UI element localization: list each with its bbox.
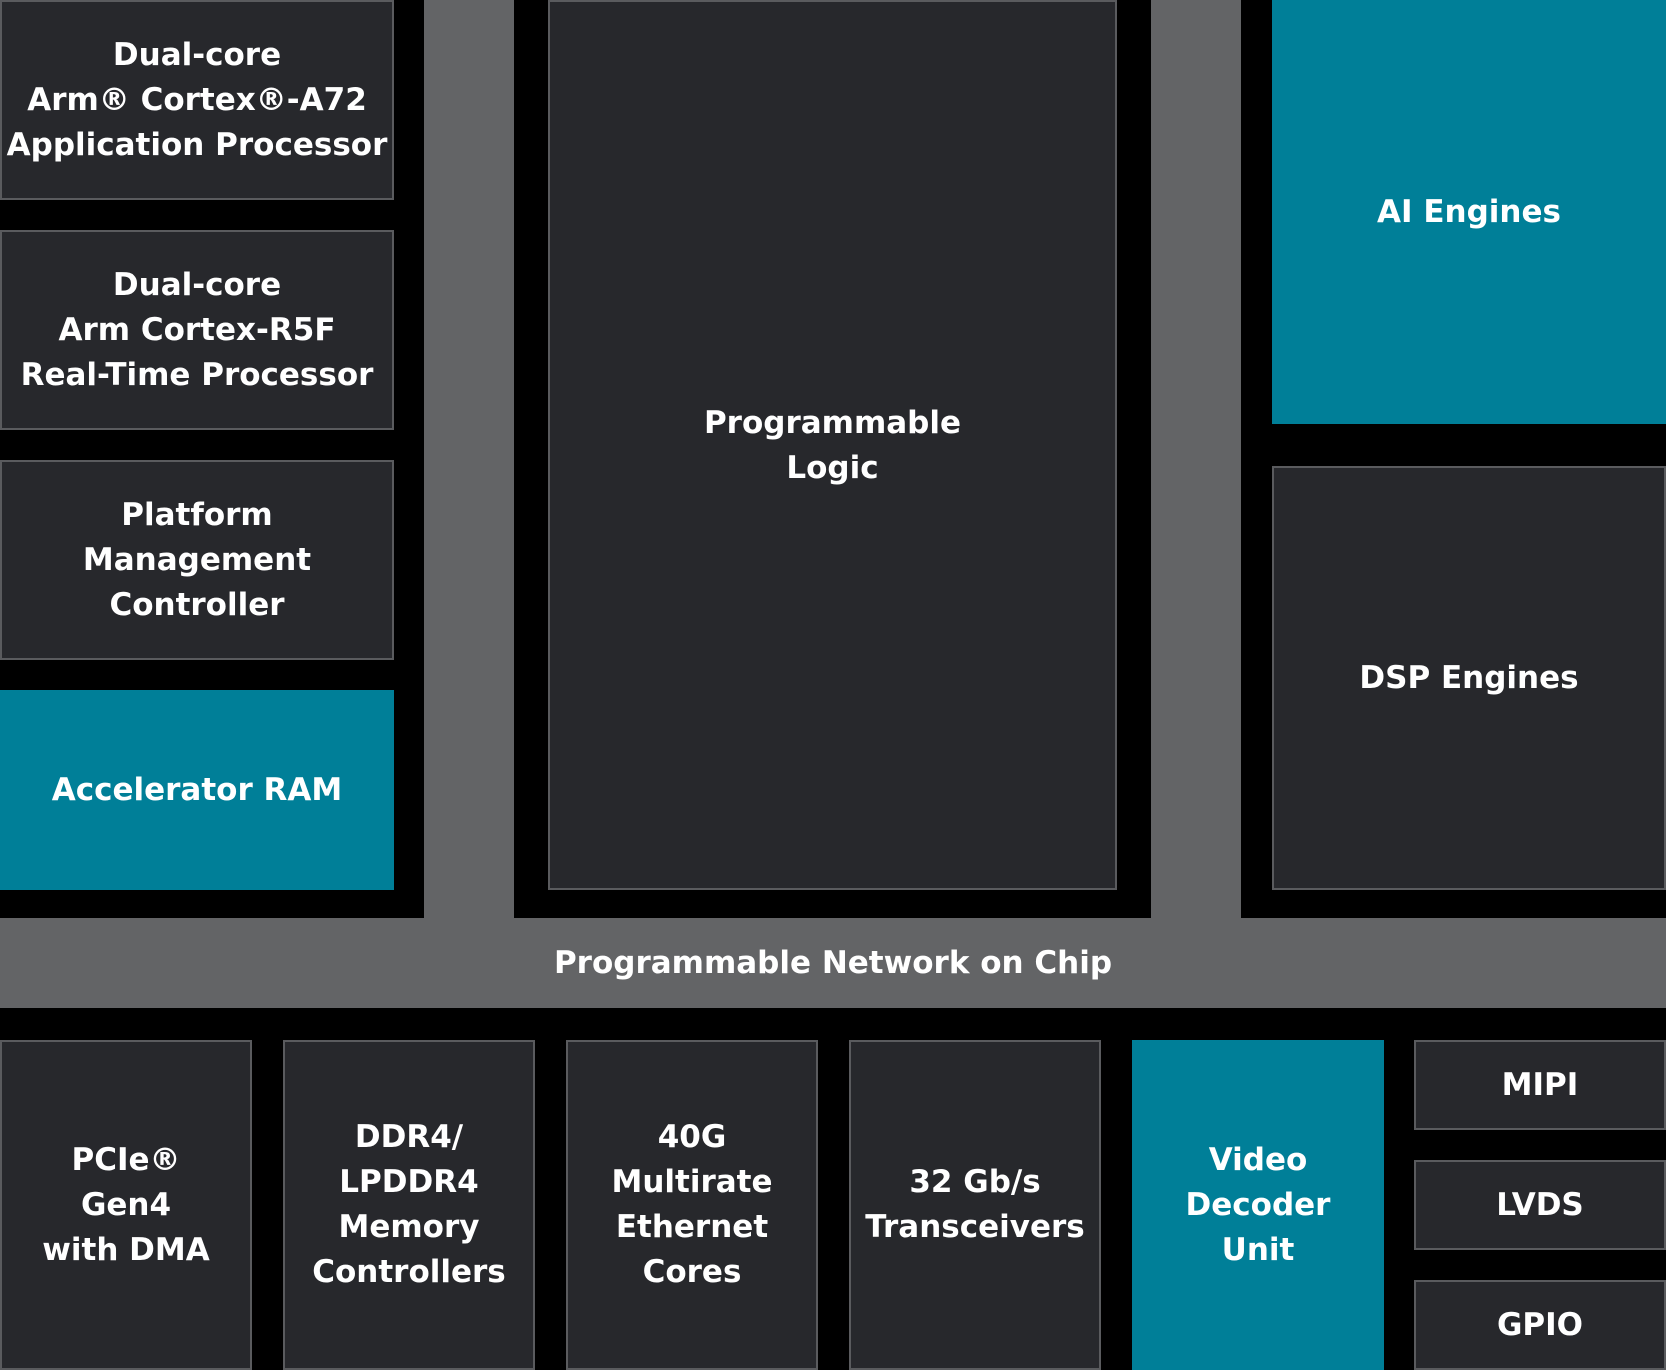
pcie-label: PCIe® Gen4 with DMA [42,1141,210,1268]
noc-band [0,918,1666,1008]
rpu-block: Dual-core Arm Cortex-R5F Real-Time Proce… [0,230,394,430]
ddr-controller-block: DDR4/ LPDDR4 Memory Controllers [283,1040,535,1370]
ai-engines-block: AI Engines [1272,0,1666,424]
dsp-engines-label: DSP Engines [1359,659,1579,696]
programmable-logic-block: Programmable Logic [548,0,1117,890]
noc-channel-left [424,0,514,918]
mipi-label: MIPI [1501,1066,1579,1103]
rpu-label: Dual-core Arm Cortex-R5F Real-Time Proce… [20,266,374,393]
ai-engines-label: AI Engines [1377,193,1561,230]
transceivers-label: 32 Gb/s Transceivers [865,1164,1085,1245]
ethernet-block: 40G Multirate Ethernet Cores [566,1040,818,1370]
video-decoder-block: Video Decoder Unit [1132,1040,1384,1370]
accelerator-ram-block: Accelerator RAM [0,690,394,890]
dsp-engines-block: DSP Engines [1272,466,1666,890]
lvds-label: LVDS [1496,1186,1584,1223]
transceivers-block: 32 Gb/s Transceivers [849,1040,1101,1370]
programmable-logic-label: Programmable Logic [703,405,962,486]
lvds-block: LVDS [1414,1160,1666,1250]
apu-block: Dual-core Arm® Cortex®-A72 Application P… [0,0,394,200]
apu-label: Dual-core Arm® Cortex®-A72 Application P… [6,36,388,163]
mipi-block: MIPI [1414,1040,1666,1130]
noc-channel-right [1151,0,1241,918]
gpio-label: GPIO [1496,1306,1584,1343]
noc-label: Programmable Network on Chip [553,945,1113,981]
pcie-block: PCIe® Gen4 with DMA [0,1040,252,1370]
pmc-block: Platform Management Controller [0,460,394,660]
pmc-label: Platform Management Controller [82,496,312,623]
gpio-block: GPIO [1414,1280,1666,1370]
ethernet-label: 40G Multirate Ethernet Cores [611,1119,773,1290]
accelerator-ram-label: Accelerator RAM [51,771,343,808]
ddr-controller-label: DDR4/ LPDDR4 Memory Controllers [312,1119,506,1290]
video-decoder-label: Video Decoder Unit [1185,1141,1331,1268]
